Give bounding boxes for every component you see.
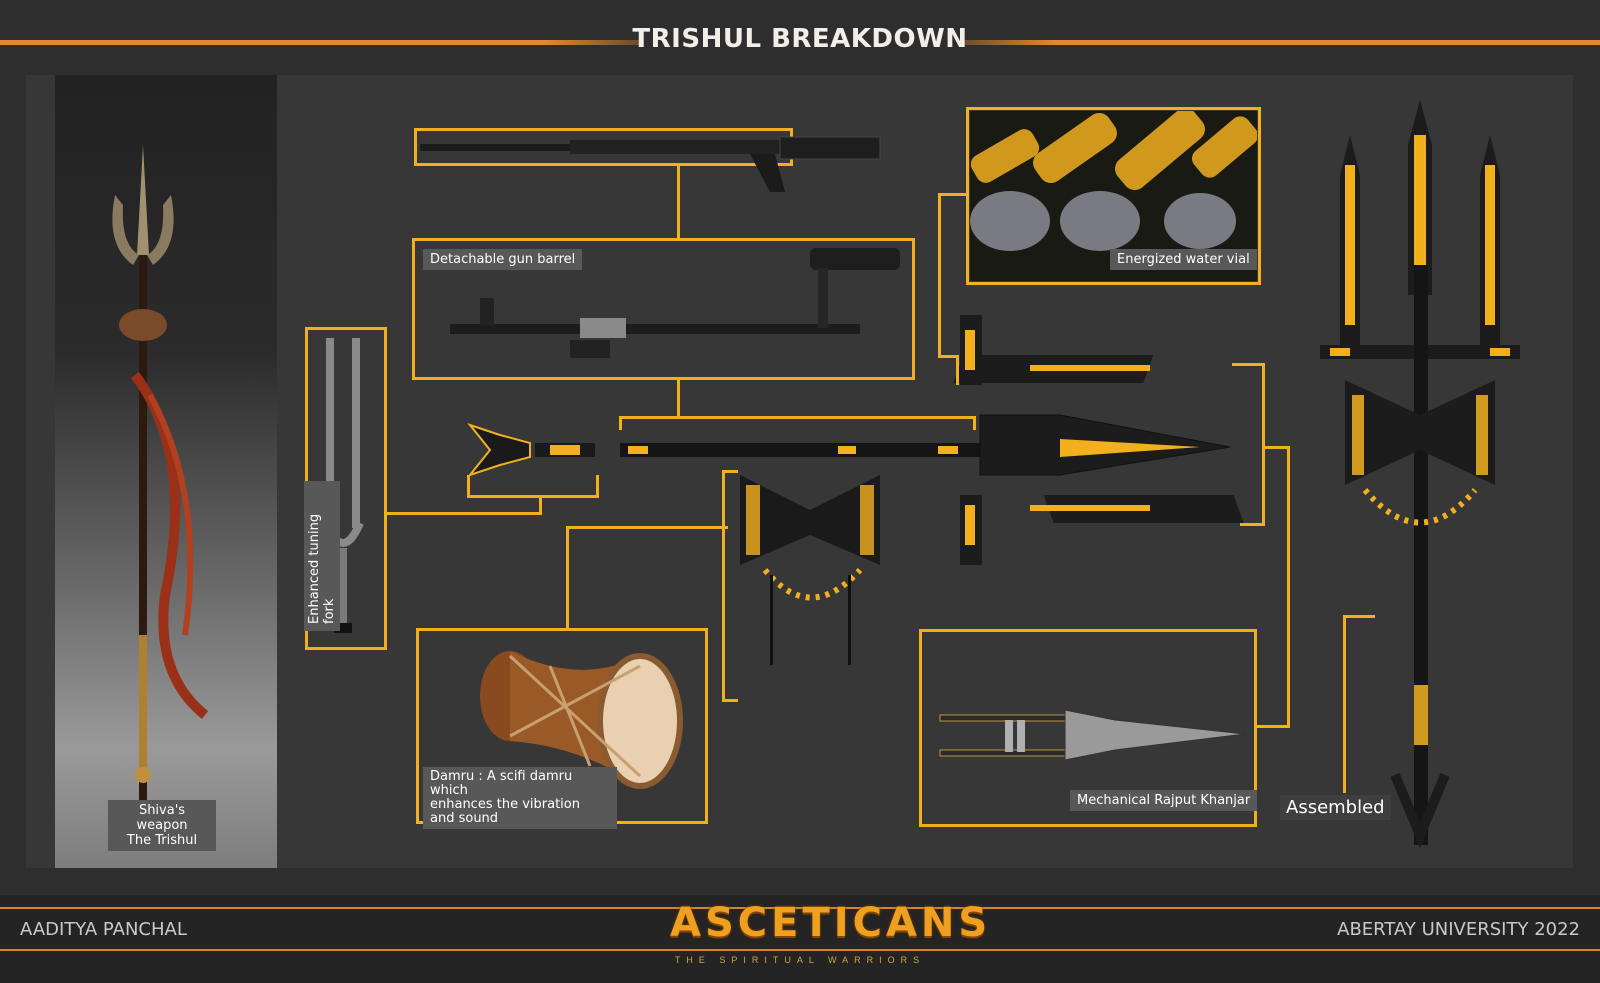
connector: [938, 193, 941, 358]
school-name: ABERTAY UNIVERSITY 2022: [1337, 919, 1580, 940]
connector: [1343, 615, 1375, 618]
connector: [566, 526, 569, 628]
connector: [467, 495, 599, 498]
connector: [938, 193, 966, 196]
footer-rule-bottom: [0, 949, 1600, 951]
breakdown-panel: [26, 75, 1573, 868]
brand-tagline: THE SPIRITUAL WARRIORS: [674, 955, 926, 965]
connector: [722, 470, 738, 473]
connector: [677, 166, 680, 238]
gun-barrel-box: [412, 238, 915, 380]
water-vial-caption: Energized water vial: [1110, 249, 1257, 270]
connector: [566, 526, 728, 529]
damru-image: [480, 651, 683, 789]
portrait-caption-line2: The Trishul: [126, 833, 198, 848]
water-vial-box: [966, 107, 1261, 285]
footer-bar: [0, 895, 1600, 983]
connector: [722, 699, 738, 702]
gun-barrel-caption: Detachable gun barrel: [423, 249, 583, 270]
connector: [1232, 363, 1265, 366]
connector: [677, 380, 680, 418]
connector: [938, 355, 956, 358]
connector: [596, 475, 599, 498]
assembled-trishul-image: [1320, 100, 1520, 848]
connector: [1240, 523, 1265, 526]
damru-caption-line3: and sound: [430, 811, 499, 826]
rifle-image: [420, 136, 881, 192]
connector: [619, 416, 622, 430]
connector: [1262, 363, 1265, 525]
portrait-caption-line1: Shiva's weapon: [136, 803, 188, 833]
page-title: TRISHUL BREAKDOWN: [632, 24, 968, 54]
khanjar-image: [939, 710, 1246, 761]
author-name: AADITYA PANCHAL: [20, 919, 187, 940]
brand-logo: ASCETICANS: [670, 900, 992, 946]
damru-caption-line2: enhances the vibration: [430, 797, 580, 812]
connector: [1262, 446, 1290, 449]
assembled-label: Assembled: [1280, 795, 1391, 820]
trishul-reference-image: [112, 145, 209, 845]
khanjar-box: [919, 629, 1257, 827]
footer-rule-top: [0, 907, 1600, 909]
connector: [539, 497, 542, 515]
tuning-fork-caption: Enhanced tuning fork: [304, 481, 340, 631]
header-rule-right: [960, 40, 1600, 45]
connector: [467, 475, 470, 498]
exploded-trishul-image: [467, 315, 1244, 665]
tuning-fork-caption-text: Enhanced tuning fork: [307, 513, 337, 624]
connector: [1343, 615, 1346, 793]
damru-caption: Damru : A scifi damru which enhances the…: [423, 767, 617, 829]
header-rule-left: [0, 40, 640, 45]
connector: [619, 416, 976, 419]
reference-portrait: [55, 75, 277, 868]
gun-barrel-image: [450, 248, 900, 358]
connector: [956, 355, 959, 385]
connector: [722, 470, 725, 702]
khanjar-caption: Mechanical Rajput Khanjar: [1070, 790, 1258, 811]
portrait-caption: Shiva's weapon The Trishul: [108, 800, 216, 851]
connector: [973, 416, 976, 430]
connector: [387, 512, 542, 515]
connector: [1257, 725, 1290, 728]
connector: [1287, 446, 1290, 728]
damru-caption-line1: Damru : A scifi damru which: [430, 769, 573, 798]
